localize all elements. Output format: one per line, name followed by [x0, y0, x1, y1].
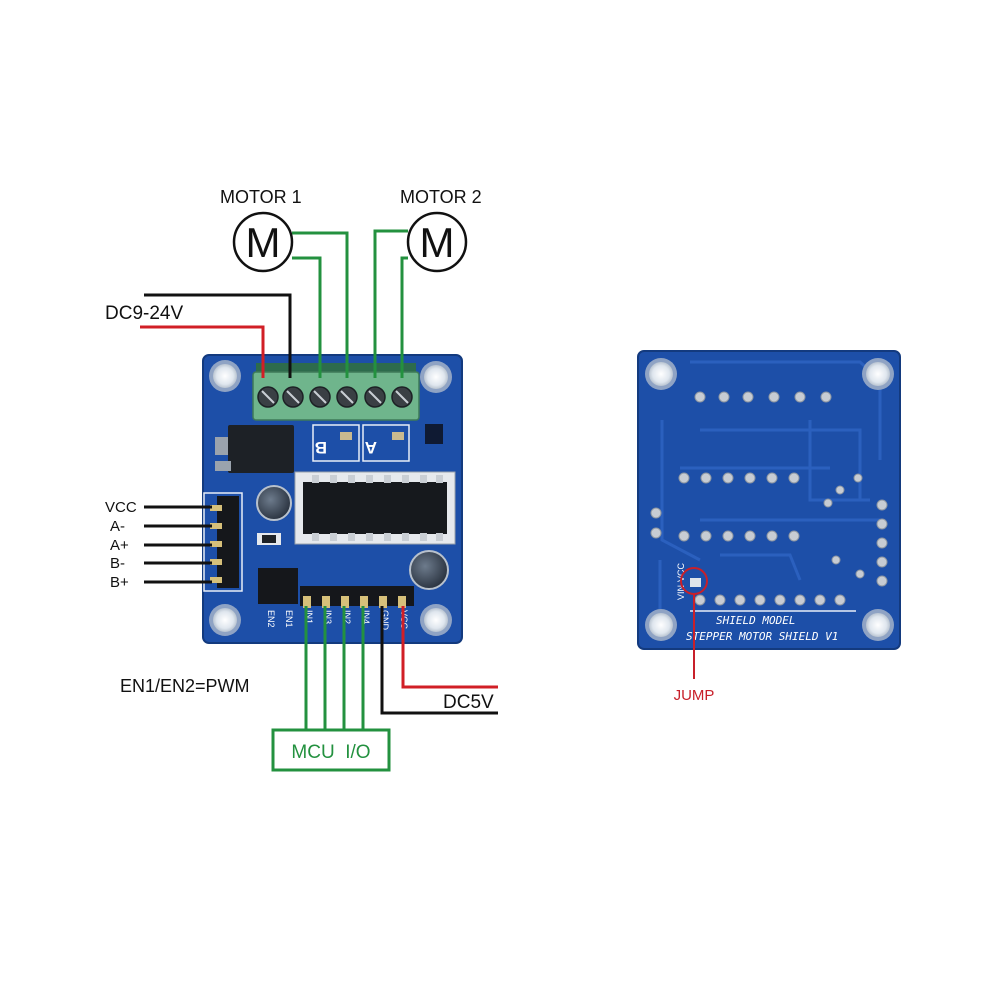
- board-model-text: SHIELD MODEL: [716, 614, 795, 627]
- wire-motor2-a: [373, 229, 408, 378]
- wire-motor2-b: [400, 256, 408, 378]
- silk-coil-labels: B A: [312, 424, 443, 462]
- pin-label-in3: IN3: [323, 610, 333, 624]
- dc-high-label: DC9-24V: [105, 303, 183, 324]
- bottom-pin-header: EN2 EN1 IN1 IN3 IN2 IN4 GND VCC: [266, 586, 414, 631]
- pin-label-in2: IN2: [342, 610, 352, 624]
- board-name-text: STEPPER MOTOR SHIELD V1: [686, 630, 838, 643]
- motor2-symbol: M: [406, 211, 468, 273]
- motor2-m-glyph: M: [420, 219, 455, 266]
- pwm-note: EN1/EN2=PWM: [120, 676, 250, 696]
- capacitor: [409, 550, 449, 590]
- driver-ic: [294, 471, 456, 545]
- header-label-a-minus: A-: [110, 518, 125, 535]
- mcu-io-box: [271, 728, 391, 772]
- pin-label-in1: IN1: [304, 610, 314, 624]
- pin-label-en2: EN2: [266, 610, 276, 628]
- mounting-hole-tl: [209, 360, 241, 392]
- dc-low-label: DC5V: [443, 692, 494, 713]
- pin-label-en1: EN1: [284, 610, 294, 628]
- silk-label-b: B: [315, 438, 327, 457]
- wire-dc5v-ground: [380, 606, 498, 715]
- header-label-b-minus: B-: [110, 555, 125, 572]
- wire-dc-positive: [140, 325, 265, 378]
- header-label-vcc: VCC: [105, 499, 137, 516]
- enable-jumper: [258, 568, 298, 604]
- header-label-a-plus: A+: [110, 537, 129, 554]
- pin-label-gnd: GND: [380, 610, 390, 631]
- silk-label-a: A: [365, 438, 377, 457]
- wire-dc5v-positive: [401, 606, 498, 689]
- motor1-symbol: M: [232, 211, 294, 273]
- solder-pads: [650, 391, 888, 606]
- back-pcb: [638, 351, 900, 649]
- wire-dc-ground: [144, 293, 292, 378]
- jumper-pad: [690, 578, 701, 587]
- screw-terminal-block: [252, 363, 420, 421]
- motor1-label: MOTOR 1: [220, 187, 302, 207]
- led: [392, 432, 404, 440]
- back-mounting-holes: [645, 358, 894, 641]
- led: [340, 432, 352, 440]
- motor2-label: MOTOR 2: [400, 187, 482, 207]
- capacitor: [256, 485, 292, 521]
- wire-motor1-b: [292, 256, 322, 378]
- mounting-hole-bl: [209, 604, 241, 636]
- wires: [140, 229, 498, 730]
- front-board: B A: [202, 354, 463, 644]
- back-board: VIN-VCC SHIELD MODEL STEPPER MOTOR SHIEL…: [637, 350, 901, 650]
- voltage-regulator: [215, 425, 294, 473]
- header-label-b-plus: B+: [110, 574, 129, 591]
- pin-label-in4: IN4: [361, 610, 371, 624]
- left-pin-header: [203, 492, 243, 592]
- wire-motor1-a: [292, 231, 349, 378]
- resistor-array: [425, 424, 443, 444]
- motor1-m-glyph: M: [246, 219, 281, 266]
- mounting-hole-br: [420, 604, 452, 636]
- mounting-hole-tr: [420, 361, 452, 393]
- jump-label: JUMP: [674, 687, 715, 704]
- mcu-io-label: MCU I/O: [291, 742, 370, 763]
